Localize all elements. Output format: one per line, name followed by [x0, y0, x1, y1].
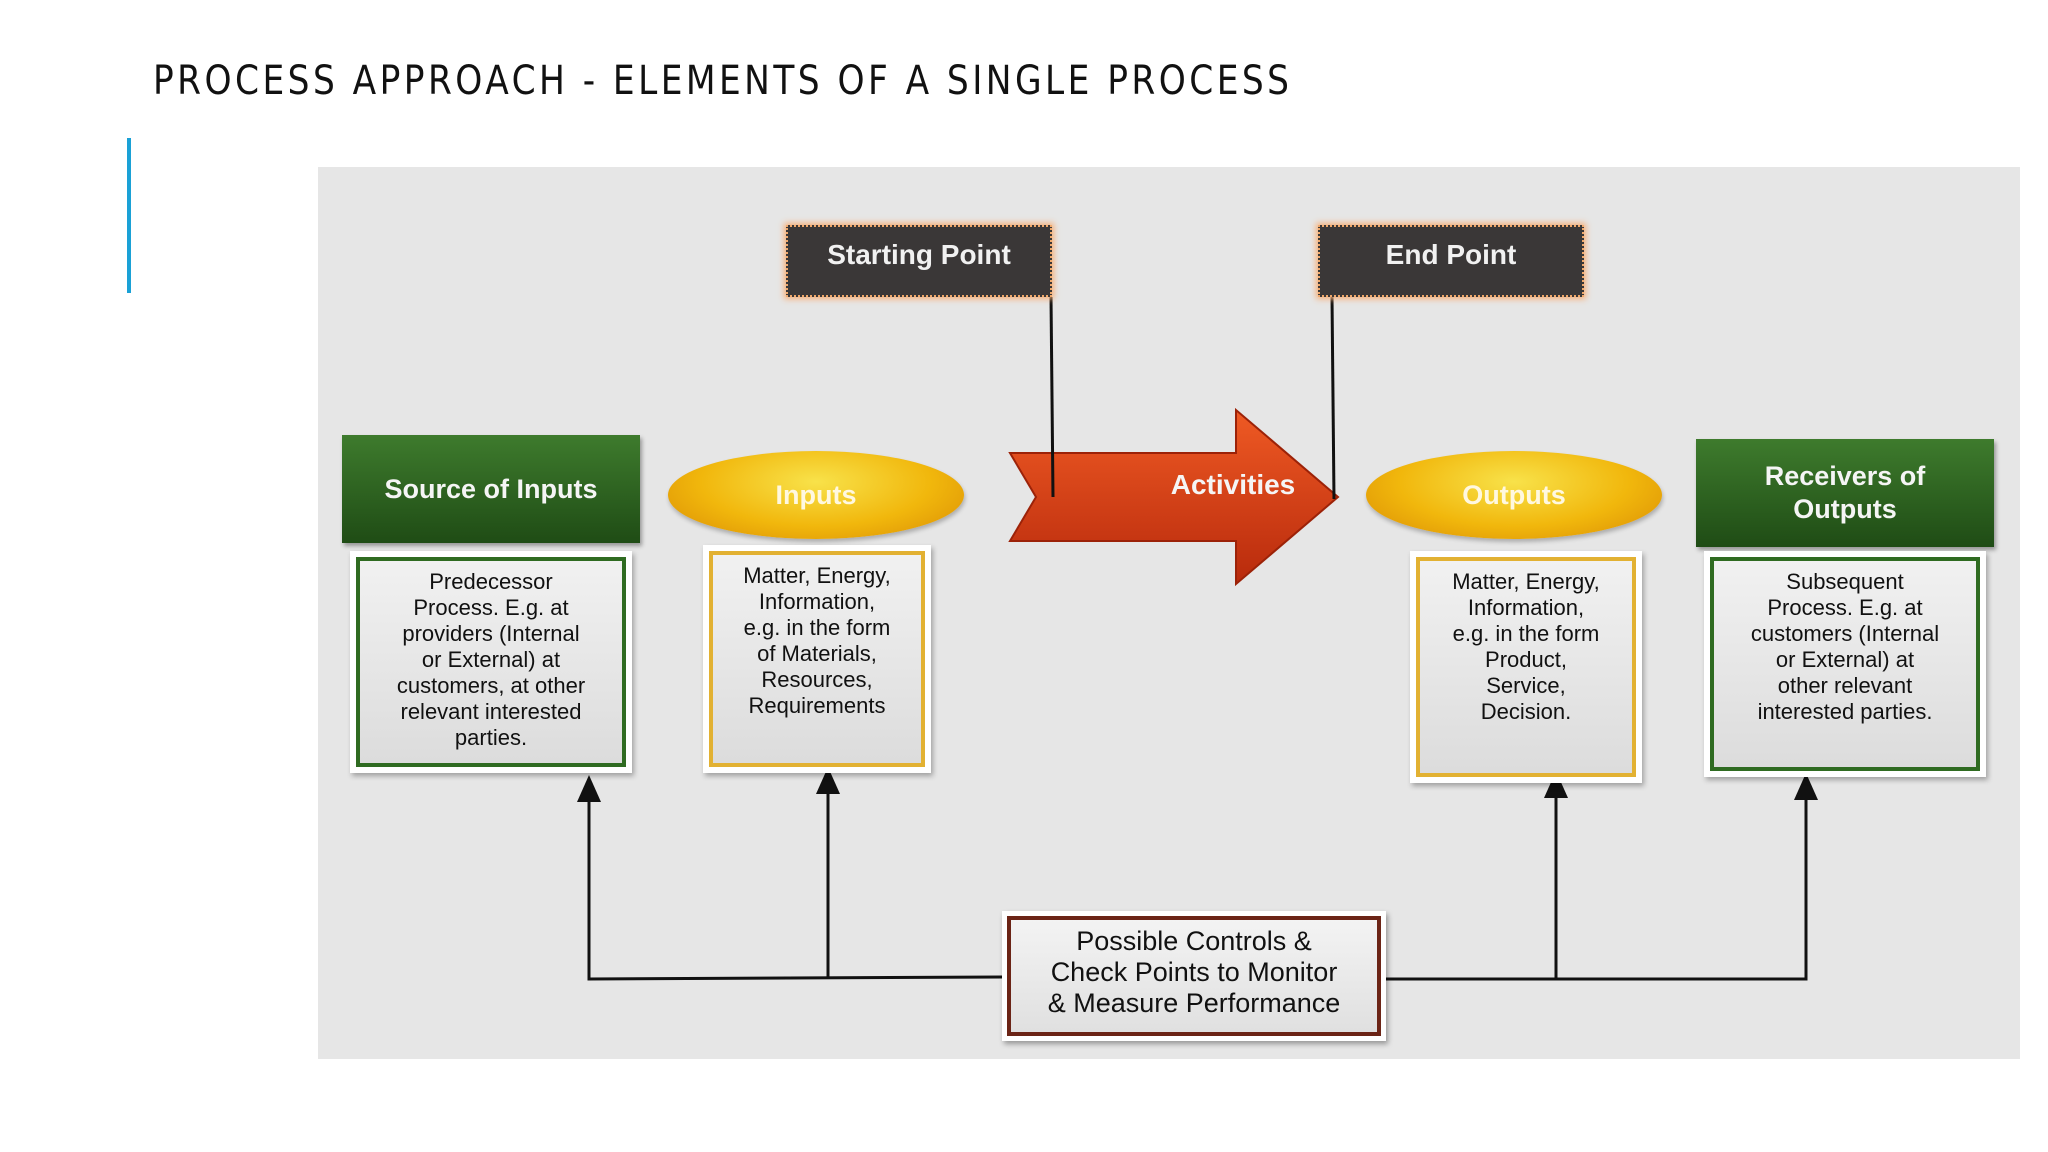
starting-point-callout: Starting Point — [786, 225, 1052, 297]
receivers-of-outputs-header: Receivers of Outputs — [1696, 439, 1994, 547]
inputs-oval: Inputs — [668, 451, 964, 539]
receivers-of-outputs-card: Subsequent Process. E.g. at customers (I… — [1704, 551, 1986, 777]
start-point-leader — [1049, 296, 1055, 498]
end-point-leader — [1330, 296, 1336, 500]
accent-bar — [127, 138, 131, 293]
source-of-inputs-text: Predecessor Process. E.g. at providers (… — [356, 557, 626, 767]
source-of-inputs-header: Source of Inputs — [342, 435, 640, 543]
inputs-label: Inputs — [775, 479, 857, 510]
outputs-label: Outputs — [1462, 479, 1566, 510]
control-line-receivers — [1386, 773, 1818, 981]
connector-lines — [577, 296, 1818, 981]
controls-box: Possible Controls & Check Points to Moni… — [1002, 911, 1386, 1041]
inputs-card: Matter, Energy, Information, e.g. in the… — [703, 545, 931, 773]
process-diagram: Starting Point End Point Activities Sour… — [318, 167, 2020, 1059]
receivers-of-outputs-text: Subsequent Process. E.g. at customers (I… — [1710, 557, 1980, 771]
outputs-card: Matter, Energy, Information, e.g. in the… — [1410, 551, 1642, 783]
slide-title: PROCESS APPROACH - ELEMENTS OF A SINGLE … — [153, 58, 1293, 104]
source-of-inputs-card: Predecessor Process. E.g. at providers (… — [350, 551, 632, 773]
activities-label: Activities — [1170, 469, 1296, 500]
controls-text: Possible Controls & Check Points to Moni… — [1007, 916, 1381, 1036]
activities-arrow — [1008, 407, 1340, 587]
outputs-text: Matter, Energy, Information, e.g. in the… — [1416, 557, 1636, 777]
end-point-callout: End Point — [1318, 225, 1584, 297]
inputs-text: Matter, Energy, Information, e.g. in the… — [709, 551, 925, 767]
control-line-source — [577, 775, 1003, 981]
outputs-oval: Outputs — [1366, 451, 1662, 539]
